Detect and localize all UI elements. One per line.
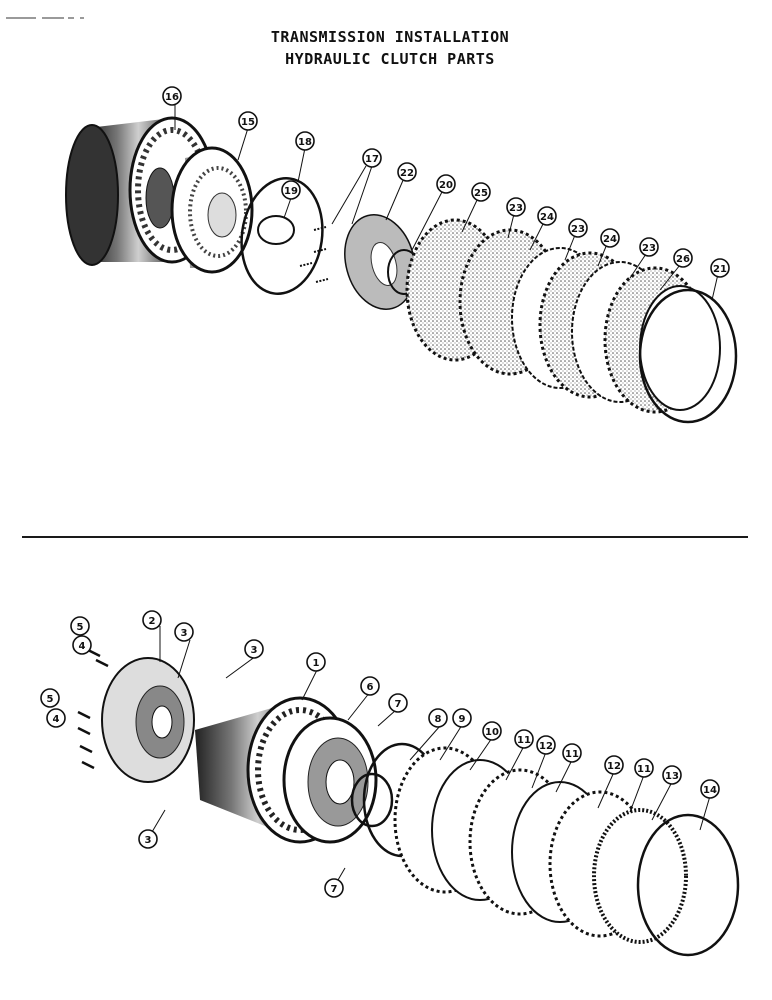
svg-text:14: 14 <box>703 785 717 796</box>
svg-text:18: 18 <box>298 137 312 148</box>
seal-ring-9 <box>350 772 394 828</box>
scan-mark <box>6 17 86 20</box>
callout-5: 5 <box>70 616 90 636</box>
callout-3b: 3 <box>244 639 264 659</box>
callout-6: 6 <box>360 676 380 696</box>
svg-text:5: 5 <box>47 694 54 705</box>
svg-text:3: 3 <box>181 628 188 639</box>
page-subtitle: HYDRAULIC CLUTCH PARTS <box>285 50 495 68</box>
retaining-ring-14 <box>636 813 740 957</box>
svg-text:2: 2 <box>149 616 156 627</box>
callout-5b: 5 <box>40 688 60 708</box>
callout-4: 4 <box>72 635 92 655</box>
svg-text:21: 21 <box>713 264 727 275</box>
callout-17: 17 <box>362 148 382 168</box>
callout-24b: 24 <box>600 228 620 248</box>
svg-text:19: 19 <box>284 186 298 197</box>
retainer-plate-22 <box>344 214 416 310</box>
svg-text:12: 12 <box>607 761 621 772</box>
svg-text:23: 23 <box>571 224 585 235</box>
callout-23: 23 <box>506 197 526 217</box>
callout-24: 24 <box>537 206 557 226</box>
svg-text:26: 26 <box>676 254 690 265</box>
svg-text:3: 3 <box>145 835 152 846</box>
callout-23b: 23 <box>568 218 588 238</box>
svg-text:13: 13 <box>665 771 679 782</box>
callout-11b: 11 <box>562 743 582 763</box>
callout-13: 13 <box>662 765 682 785</box>
svg-text:23: 23 <box>509 203 523 214</box>
lower-assembly <box>77 626 740 957</box>
svg-text:9: 9 <box>459 714 466 725</box>
section-divider <box>22 536 748 538</box>
svg-text:8: 8 <box>435 714 442 725</box>
callout-12b: 12 <box>604 755 624 775</box>
callout-26: 26 <box>673 248 693 268</box>
springs-17 <box>299 226 329 283</box>
svg-text:25: 25 <box>474 188 488 199</box>
clutch-pack-upper <box>405 218 721 414</box>
svg-text:15: 15 <box>241 117 255 128</box>
upper-assembly <box>65 102 738 424</box>
svg-text:23: 23 <box>642 243 656 254</box>
clutch-cover-2 <box>101 657 195 783</box>
svg-text:12: 12 <box>539 741 553 752</box>
callout-10: 10 <box>482 721 502 741</box>
clutch-pack-lower <box>393 746 688 944</box>
callout-7b: 7 <box>324 878 344 898</box>
retaining-ring-21 <box>638 288 738 424</box>
callout-11c: 11 <box>634 758 654 778</box>
svg-text:3: 3 <box>251 645 258 656</box>
svg-text:7: 7 <box>331 884 338 895</box>
svg-text:10: 10 <box>485 727 499 738</box>
svg-text:5: 5 <box>77 622 84 633</box>
callout-11: 11 <box>514 729 534 749</box>
callout-3c: 3 <box>138 829 158 849</box>
svg-text:6: 6 <box>367 682 374 693</box>
svg-text:17: 17 <box>365 154 379 165</box>
svg-text:24: 24 <box>540 212 554 223</box>
callout-9: 9 <box>452 708 472 728</box>
callout-15: 15 <box>238 111 258 131</box>
callout-14: 14 <box>700 779 720 799</box>
svg-text:22: 22 <box>400 168 414 179</box>
callout-4b: 4 <box>46 708 66 728</box>
callout-2: 2 <box>142 610 162 630</box>
svg-text:24: 24 <box>603 234 617 245</box>
svg-text:11: 11 <box>517 735 531 746</box>
svg-text:4: 4 <box>79 641 86 652</box>
seal-ring-19 <box>257 215 295 245</box>
callout-12: 12 <box>536 735 556 755</box>
callout-25: 25 <box>471 182 491 202</box>
page-title: TRANSMISSION INSTALLATION <box>270 28 510 46</box>
svg-text:7: 7 <box>395 699 402 710</box>
callout-1: 1 <box>306 652 326 672</box>
svg-text:1: 1 <box>313 658 320 669</box>
callout-7: 7 <box>388 693 408 713</box>
callout-19: 19 <box>281 180 301 200</box>
svg-text:4: 4 <box>53 714 60 725</box>
callout-21: 21 <box>710 258 730 278</box>
callout-22: 22 <box>397 162 417 182</box>
svg-text:11: 11 <box>637 764 651 775</box>
bolts-4 <box>77 648 109 770</box>
svg-text:11: 11 <box>565 749 579 760</box>
callout-8: 8 <box>428 708 448 728</box>
callout-20: 20 <box>436 174 456 194</box>
lower-callout-labels: 5 4 2 3 3 1 6 7 5 4 8 9 10 11 12 11 12 1… <box>40 610 720 898</box>
piston-15 <box>170 146 254 274</box>
callout-3: 3 <box>174 622 194 642</box>
callout-18: 18 <box>295 131 315 151</box>
svg-text:16: 16 <box>165 92 179 103</box>
upper-callout-labels: 16 15 18 19 17 22 20 25 23 24 23 24 23 2… <box>162 86 730 278</box>
svg-text:20: 20 <box>439 180 453 191</box>
callout-16: 16 <box>162 86 182 106</box>
seal-ring-18 <box>240 177 324 295</box>
callout-23c: 23 <box>639 237 659 257</box>
